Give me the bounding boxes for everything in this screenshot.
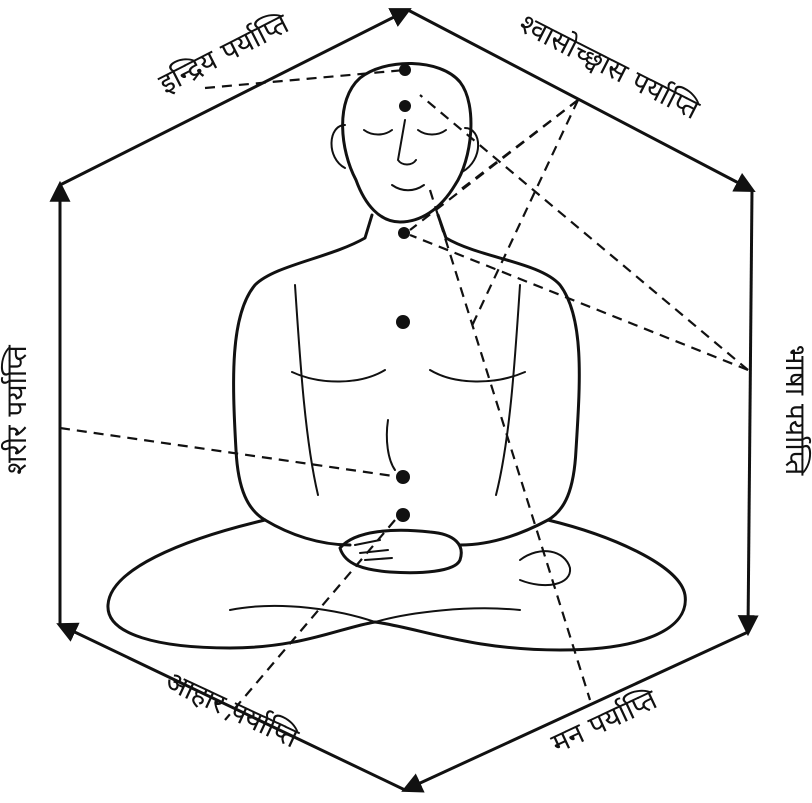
neck-shoulders-right [438, 215, 579, 520]
edge-bottom-right [405, 632, 748, 790]
mouth [392, 185, 424, 190]
chest-left [292, 370, 385, 382]
hands [340, 530, 461, 572]
connector-indriya [205, 70, 405, 88]
torso-left [295, 285, 318, 495]
torso-right [496, 285, 520, 495]
leg-crease [230, 606, 520, 622]
legs-outline [108, 520, 685, 650]
chest-right [430, 370, 525, 382]
left-eye [364, 130, 392, 135]
connector-mana [430, 190, 590, 700]
connector-sharir [60, 428, 400, 477]
dot-forehead [399, 100, 411, 112]
fingers [355, 540, 392, 560]
label-mana: मन पर्याप्ति [546, 682, 663, 760]
abdomen-line [387, 420, 395, 470]
neck-shoulders-left [234, 215, 372, 520]
dot-heart [396, 315, 410, 329]
nose [398, 120, 416, 165]
labels: इन्द्रिय पर्याप्ति श्वासोच्छ्वास पर्याप्… [0, 6, 812, 760]
right-eye [418, 130, 446, 135]
dot-base [396, 508, 410, 522]
hexagon-frame [60, 10, 752, 790]
meditating-figure [108, 63, 685, 650]
left-arm [265, 520, 350, 545]
dashed-connectors [60, 70, 748, 720]
label-shvasochvas: श्वासोच्छ्वास पर्याप्ति [514, 7, 706, 126]
dot-throat [398, 227, 410, 239]
dot-crown [399, 64, 411, 76]
dot-navel [396, 470, 410, 484]
label-sharir: शरीर पर्याप्ति [0, 344, 33, 474]
label-ahar: आहार पर्याप्ति [161, 664, 305, 754]
label-bhasha: भाषा पर्याप्ति [779, 345, 812, 477]
edge-right [748, 190, 752, 632]
